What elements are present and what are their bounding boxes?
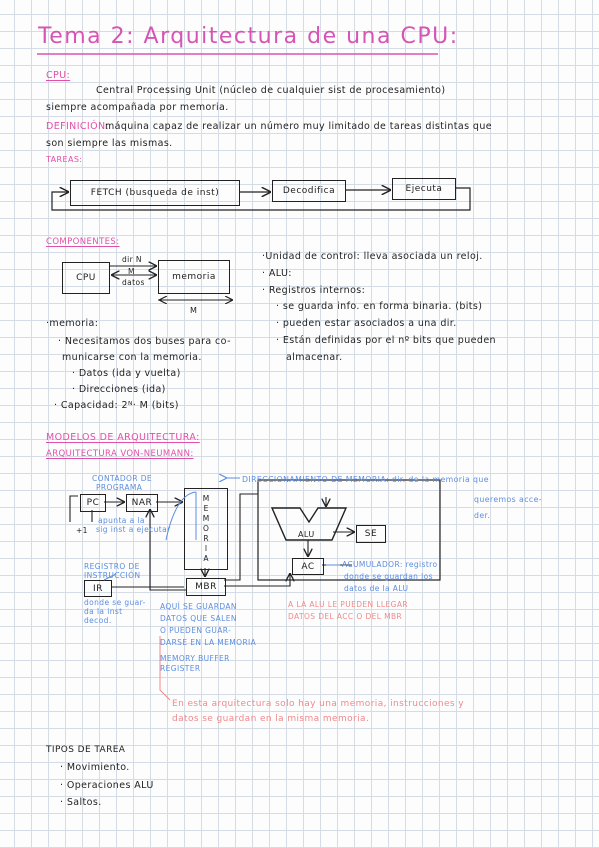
donde-inst-label-2: decod. (84, 616, 112, 625)
queremos-label-1: der. (474, 511, 491, 520)
dir-n-label: dir N (122, 255, 142, 264)
alu-llegar-label-0: A LA ALU LE PUEDEN LLEGAR (288, 600, 408, 609)
alu-label: ALU (298, 530, 315, 539)
se-label: SE (364, 529, 378, 539)
memory-box: memoria (158, 260, 230, 294)
se-register: SE (356, 525, 386, 543)
right-note-3: · se guarda info. en forma binaria. (bit… (276, 301, 483, 312)
aqui-guardan-label-0: AQUÍ SE GUARDAN (160, 602, 237, 611)
memoria-note-2: municarse con la memoria. (62, 352, 202, 363)
decode-box: Decodifica (272, 180, 346, 202)
right-note-5: · Están definidas por el nº bits que pue… (276, 335, 496, 346)
cpu-line-1: Central Processing Unit (núcleo de cualq… (96, 85, 446, 96)
ac-register: AC (292, 558, 324, 575)
execute-label: Ejecuta (405, 184, 443, 194)
ir-label: IR (93, 583, 103, 594)
memoria-note-4: · Direcciones (ida) (72, 384, 166, 395)
aqui-guardan-label-3: DARSE EN LA MEMORIA (160, 638, 257, 647)
mbr-label: MBR (195, 582, 217, 592)
arch-note-1: datos se guardan en la misma memoria. (172, 714, 370, 724)
acumulador-label-2: datos de la ALU (344, 584, 409, 593)
cpu-box-label: CPU (76, 273, 96, 283)
nar-register: NAR (126, 494, 158, 512)
definition-line-1: máquina capaz de realizar un número muy … (105, 121, 493, 132)
memoria-note-3: · Datos (ida y vuelta) (72, 368, 181, 379)
registro-instr-label-1: INSTRUCCIÓN (84, 571, 141, 580)
tipos-item-1: · Operaciones ALU (60, 780, 154, 791)
direccionamiento-label: DIRECCIONAMIENTO DE MEMORIA: dir. de la … (242, 475, 489, 484)
fetch-box: FETCH (busqueda de inst) (70, 180, 240, 206)
aqui-guardan-label-2: O PUEDEN GUAR- (160, 626, 232, 635)
components-heading: COMPONENTES: (46, 237, 120, 247)
aqui-guardan-label-1: DATOS QUE SALEN (160, 614, 237, 623)
plus-one-label: +1 (76, 526, 88, 535)
ac-label: AC (301, 561, 315, 572)
tareas-label: TAREAS: (46, 155, 83, 164)
memory-buffer-label-0: MEMORY BUFFER (160, 654, 230, 663)
right-note-0: ·Unidad de control: lleva asociada un re… (262, 251, 483, 262)
queremos-label-0: queremos acce- (474, 495, 542, 504)
apunta-label-0: apunta a la (98, 516, 145, 525)
ir-register: IR (84, 580, 112, 597)
donde-inst-label-1: da la inst (84, 607, 123, 616)
datos-m-label: M (128, 267, 135, 276)
memoria-note-5: · Capacidad: 2ᴺ· M (bits) (54, 400, 179, 411)
right-note-1: · ALU: (262, 268, 292, 279)
datos-label: datos (122, 278, 145, 287)
memory-box-label: memoria (172, 272, 216, 282)
right-note-2: · Registros internos: (262, 285, 366, 296)
cpu-line-2: siempre acompañada por memoria. (46, 102, 229, 113)
memory-buffer-label-1: REGISTER (160, 664, 201, 673)
memoria-label: MEMORIA (201, 494, 211, 564)
execute-box: Ejecuta (392, 178, 456, 200)
memoria-note-1: · Necesitamos dos buses para co- (58, 336, 231, 347)
acumulador-label-0: ACUMULADOR: registro (342, 560, 438, 569)
mbr-register: MBR (186, 578, 226, 596)
contador-label-0: CONTADOR DE (92, 474, 153, 483)
tipos-item-0: · Movimiento. (60, 762, 130, 773)
acumulador-label-1: donde se guardan los (344, 572, 433, 581)
fetch-label: FETCH (busqueda de inst) (90, 188, 220, 198)
models-heading: MODELOS DE ARQUITECTURA: (46, 432, 200, 443)
donde-inst-label-0: donde se guar- (84, 598, 146, 607)
pc-register: PC (80, 494, 106, 512)
cpu-box: CPU (62, 262, 110, 294)
pc-label: PC (86, 498, 100, 508)
memoria-note-0: ·memoria: (46, 318, 99, 329)
width-m-label: M (190, 306, 198, 315)
tipos-heading: TIPOS DE TAREA (46, 745, 126, 755)
alu-llegar-label-1: DATOS DEL ACC O DEL MBR (288, 612, 403, 621)
definition-label: DEFINICIÓN: (46, 121, 110, 132)
definition-line-2: son siempre las mismas. (46, 138, 173, 149)
registro-instr-label-0: REGISTRO DE (84, 562, 140, 571)
apunta-label-1: sig inst a ejecutar (96, 525, 171, 534)
page-title: Tema 2: Arquitectura de una CPU: (38, 24, 459, 49)
contador-label-1: PROGRAMA (96, 483, 143, 492)
cpu-heading: CPU: (46, 70, 71, 81)
arch-note-0: En esta arquitectura solo hay una memori… (172, 699, 464, 709)
decode-label: Decodifica (282, 186, 336, 196)
models-subheading: ARQUITECTURA VON-NEUMANN: (46, 449, 194, 459)
tipos-item-2: · Saltos. (60, 797, 102, 808)
right-note-4: · pueden estar asociados a una dir. (276, 318, 457, 329)
nar-label: NAR (131, 498, 153, 508)
right-note-6: almacenar. (286, 352, 343, 363)
